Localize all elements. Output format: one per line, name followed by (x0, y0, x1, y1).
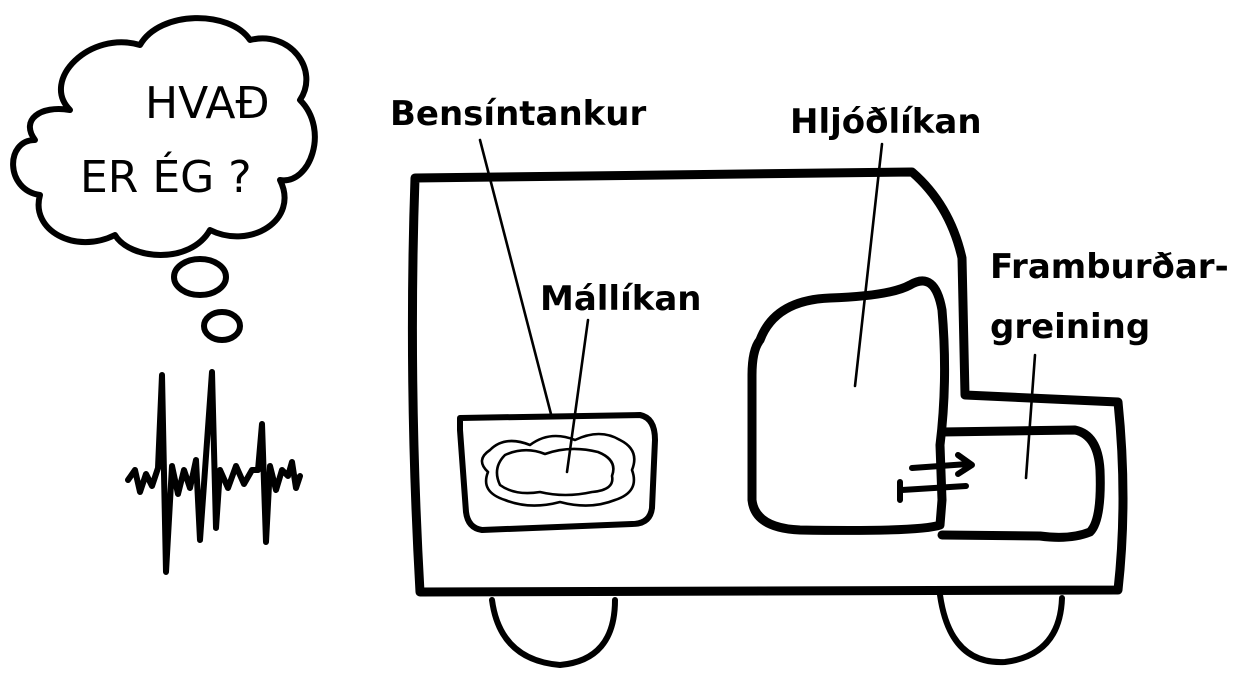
label-language-model: Mállíkan (540, 279, 702, 319)
label-pronunciation-line2: greining (990, 307, 1150, 347)
pronunciation-component (900, 430, 1100, 537)
leader-acoustic-model (855, 144, 882, 386)
label-pronunciation-line1: Framburðar- (990, 247, 1229, 287)
thought-dot-small (204, 312, 240, 340)
thought-dot-large (174, 259, 226, 295)
thought-text-line1: HVAÐ (145, 78, 270, 129)
thought-cloud (13, 18, 315, 255)
front-wheel (492, 600, 615, 665)
thought-text-line2: ER ÉG ? (80, 150, 252, 203)
fuel-tank-outline (460, 415, 655, 530)
thought-bubble: HVAÐ ER ÉG ? (13, 18, 315, 340)
acoustic-model-outline (752, 281, 945, 531)
language-model-blob-inner (497, 449, 613, 495)
waveform (128, 372, 300, 572)
waveform-line (128, 372, 300, 572)
fuel-tank-component (460, 415, 655, 530)
label-acoustic-model: Hljóðlíkan (790, 102, 982, 142)
acoustic-model-component (752, 281, 945, 531)
labels: Bensíntankur Mállíkan Hljóðlíkan Frambur… (390, 94, 1229, 347)
rear-wheel (940, 595, 1062, 662)
leader-pronunciation (1026, 355, 1035, 478)
label-fuel-tank: Bensíntankur (390, 94, 646, 134)
connector-bottom (900, 482, 966, 500)
